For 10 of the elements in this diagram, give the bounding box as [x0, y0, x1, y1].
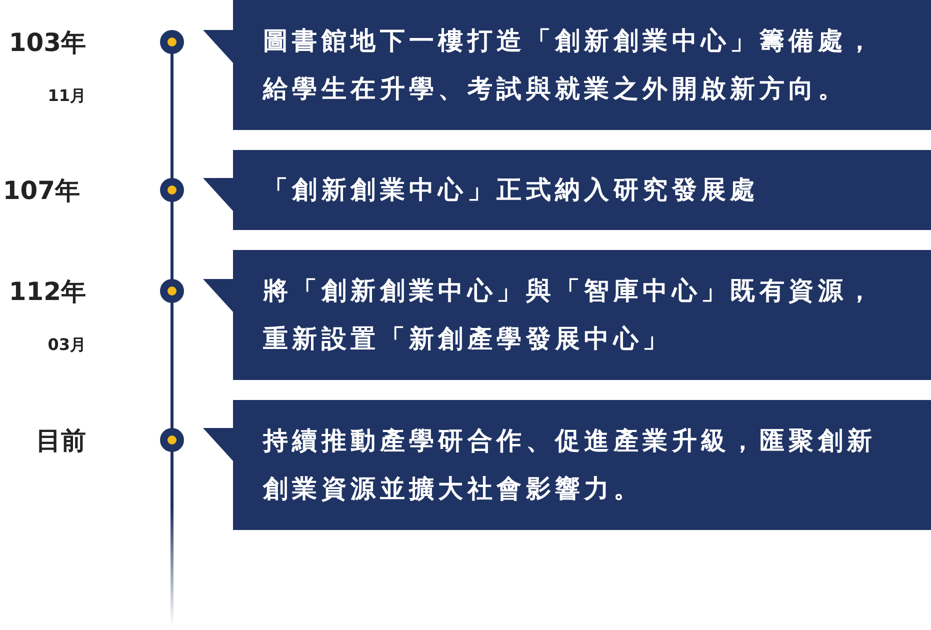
event-box: 「創新創業中心」正式納入研究發展處 — [233, 150, 931, 230]
year-label: 107年 — [2, 175, 80, 207]
event-box: 將「創新創業中心」與「智庫中心」既有資源，重新設置「新創產學發展中心」 — [233, 250, 931, 380]
year-label: 103年 — [8, 27, 86, 59]
month-label: 03月 — [48, 335, 86, 356]
event-box: 持續推動產學研合作、促進產業升級，匯聚創新創業資源並擴大社會影響力。 — [233, 400, 931, 530]
event-box: 圖書館地下一樓打造「創新創業中心」籌備處，給學生在升學、考試與就業之外開啟新方向。 — [233, 0, 931, 130]
year-label: 112年 — [8, 276, 86, 308]
month-label: 11月 — [48, 86, 86, 107]
year-label: 目前 — [36, 425, 86, 457]
